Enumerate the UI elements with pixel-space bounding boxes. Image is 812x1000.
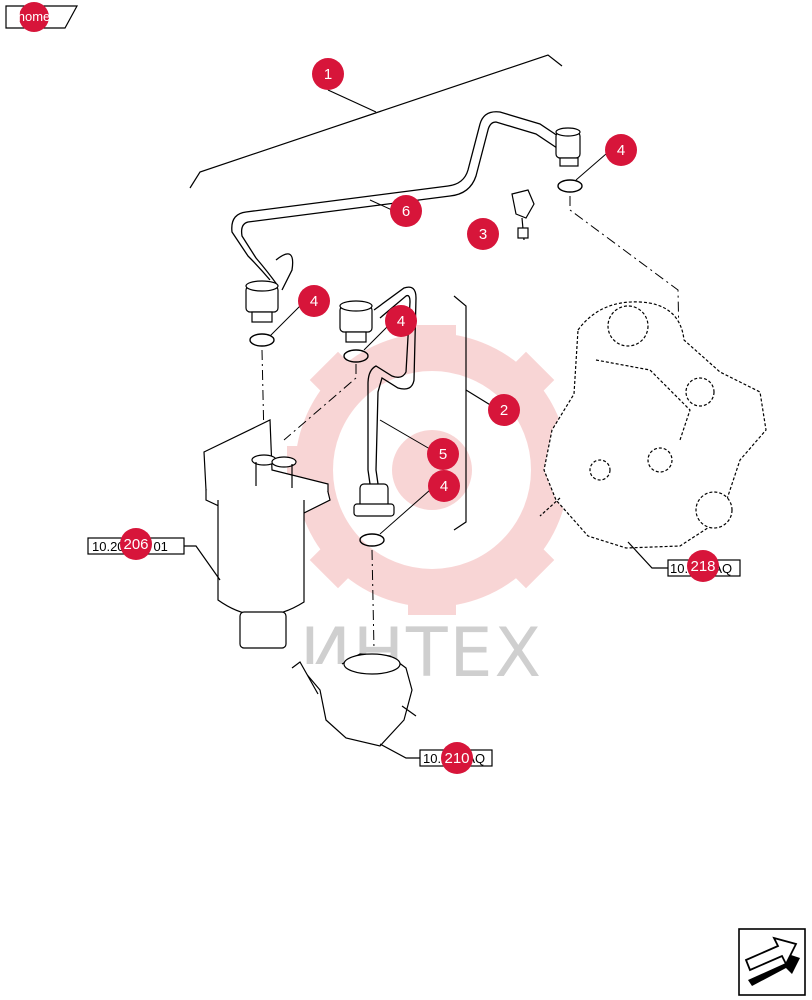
- reference-badge-label-filter: 206: [123, 536, 148, 553]
- callout-6-label: 6: [402, 203, 410, 220]
- callout-4-upper-right[interactable]: 4: [605, 134, 637, 166]
- group-bracket-2: [453, 295, 493, 531]
- group-bracket-1: [189, 54, 563, 189]
- reference-badge-filter: [120, 528, 152, 560]
- feed-pump: [291, 653, 417, 747]
- callout-1-label: 1: [324, 66, 332, 83]
- fuel-filter: [203, 419, 331, 649]
- callout-3[interactable]: 3: [467, 218, 499, 250]
- callout-pointers: [269, 153, 607, 535]
- callout-3-label: 3: [479, 226, 487, 243]
- reference-badge-label-injection-pump: 218: [690, 558, 715, 575]
- callout-4-left[interactable]: 4: [298, 285, 330, 317]
- o-rings: [249, 179, 583, 547]
- callout-4-middle-label: 4: [397, 313, 405, 330]
- callout-2[interactable]: 2: [488, 394, 520, 426]
- callout-4-upper-right-label: 4: [617, 142, 625, 159]
- home-button[interactable]: home: [5, 2, 79, 32]
- watermark-logo: [287, 325, 577, 615]
- banjo-fitting-lower: [353, 483, 395, 517]
- reference-link-injection-pump[interactable]: 10.218.AQ 218: [667, 550, 741, 582]
- callout-1[interactable]: 1: [312, 58, 344, 90]
- pipe-clip-3: [511, 189, 535, 241]
- home-badge: [19, 2, 49, 32]
- banjo-fitting-middle: [339, 300, 373, 343]
- fuel-pipe-6: [231, 111, 565, 291]
- callout-4-lower-label: 4: [440, 478, 448, 495]
- injection-pump: [539, 301, 767, 549]
- callout-6[interactable]: 6: [390, 195, 422, 227]
- callout-2-label: 2: [500, 402, 508, 419]
- reference-link-filter[interactable]: 10.206.ae 01 206: [87, 528, 185, 560]
- next-page-arrow-icon[interactable]: [738, 928, 806, 996]
- reference-leaders: [184, 541, 668, 759]
- callout-4-middle[interactable]: 4: [385, 305, 417, 337]
- callout-4-lower[interactable]: 4: [428, 470, 460, 502]
- callout-4-left-label: 4: [310, 293, 318, 310]
- reference-link-feed-pump[interactable]: 10.210.AQ 210: [419, 742, 493, 774]
- reference-badge-label-feed-pump: 210: [444, 750, 469, 767]
- reference-badge-feed-pump: [441, 742, 473, 774]
- reference-badge-injection-pump: [687, 550, 719, 582]
- banjo-fitting-left: [245, 280, 279, 323]
- callout-5[interactable]: 5: [427, 438, 459, 470]
- home-label: home: [18, 9, 51, 24]
- banjo-fitting-upper-right: [555, 127, 581, 167]
- callout-5-label: 5: [439, 446, 447, 463]
